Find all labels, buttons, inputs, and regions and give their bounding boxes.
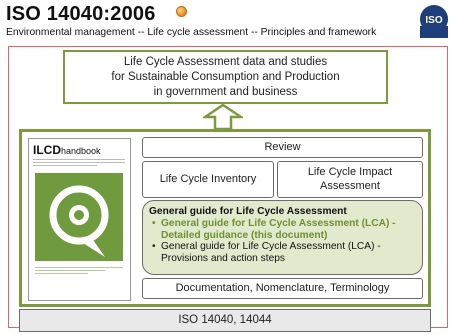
iso-logo-text: ISO — [425, 15, 442, 26]
guide-item-provisions: General guide for Life Cycle Assessment … — [149, 241, 416, 264]
guide-list: General guide for Life Cycle Assessment … — [149, 218, 416, 264]
lcia-box: Life Cycle Impact Assessment — [277, 161, 423, 198]
up-arrow-icon — [203, 104, 243, 130]
lifecycle-icon — [49, 185, 109, 257]
cover-text-lines — [33, 159, 125, 169]
standard-title: ISO 14040:2006 — [6, 3, 156, 25]
handbook-title-bold: ILCD — [33, 143, 61, 157]
lcia-line-1: Life Cycle Impact — [307, 166, 393, 178]
cover-artwork — [35, 173, 123, 261]
handbook-title: ILCDhandbook — [33, 143, 101, 157]
header: ISO 14040:2006 Environmental management … — [0, 0, 451, 44]
iso-base-box: ISO 14040, 14044 — [19, 309, 431, 332]
rss-icon[interactable] — [176, 6, 187, 17]
review-box: Review — [142, 137, 423, 158]
goal-line-3: in government and business — [153, 86, 298, 98]
goal-box: Life Cycle Assessment data and studies f… — [63, 50, 388, 104]
guide-item-detailed: General guide for Life Cycle Assessment … — [149, 218, 416, 241]
standard-subtitle: Environmental management -- Life cycle a… — [6, 27, 377, 38]
guide-heading: General guide for Life Cycle Assessment — [149, 206, 347, 217]
documentation-box: Documentation, Nomenclature, Terminology — [142, 278, 423, 299]
handbook-title-light: handbook — [61, 146, 101, 156]
handbook-cover: ILCDhandbook — [28, 138, 131, 301]
lcia-line-2: Assessment — [320, 180, 380, 192]
goal-line-2: for Sustainable Consumption and Producti… — [111, 71, 340, 83]
general-guide-box: General guide for Life Cycle Assessment … — [142, 200, 423, 275]
cover-bottom-lines — [35, 267, 123, 276]
iso-logo: ISO — [420, 5, 448, 38]
lci-box: Life Cycle Inventory — [142, 161, 274, 198]
goal-line-1: Life Cycle Assessment data and studies — [123, 56, 328, 68]
